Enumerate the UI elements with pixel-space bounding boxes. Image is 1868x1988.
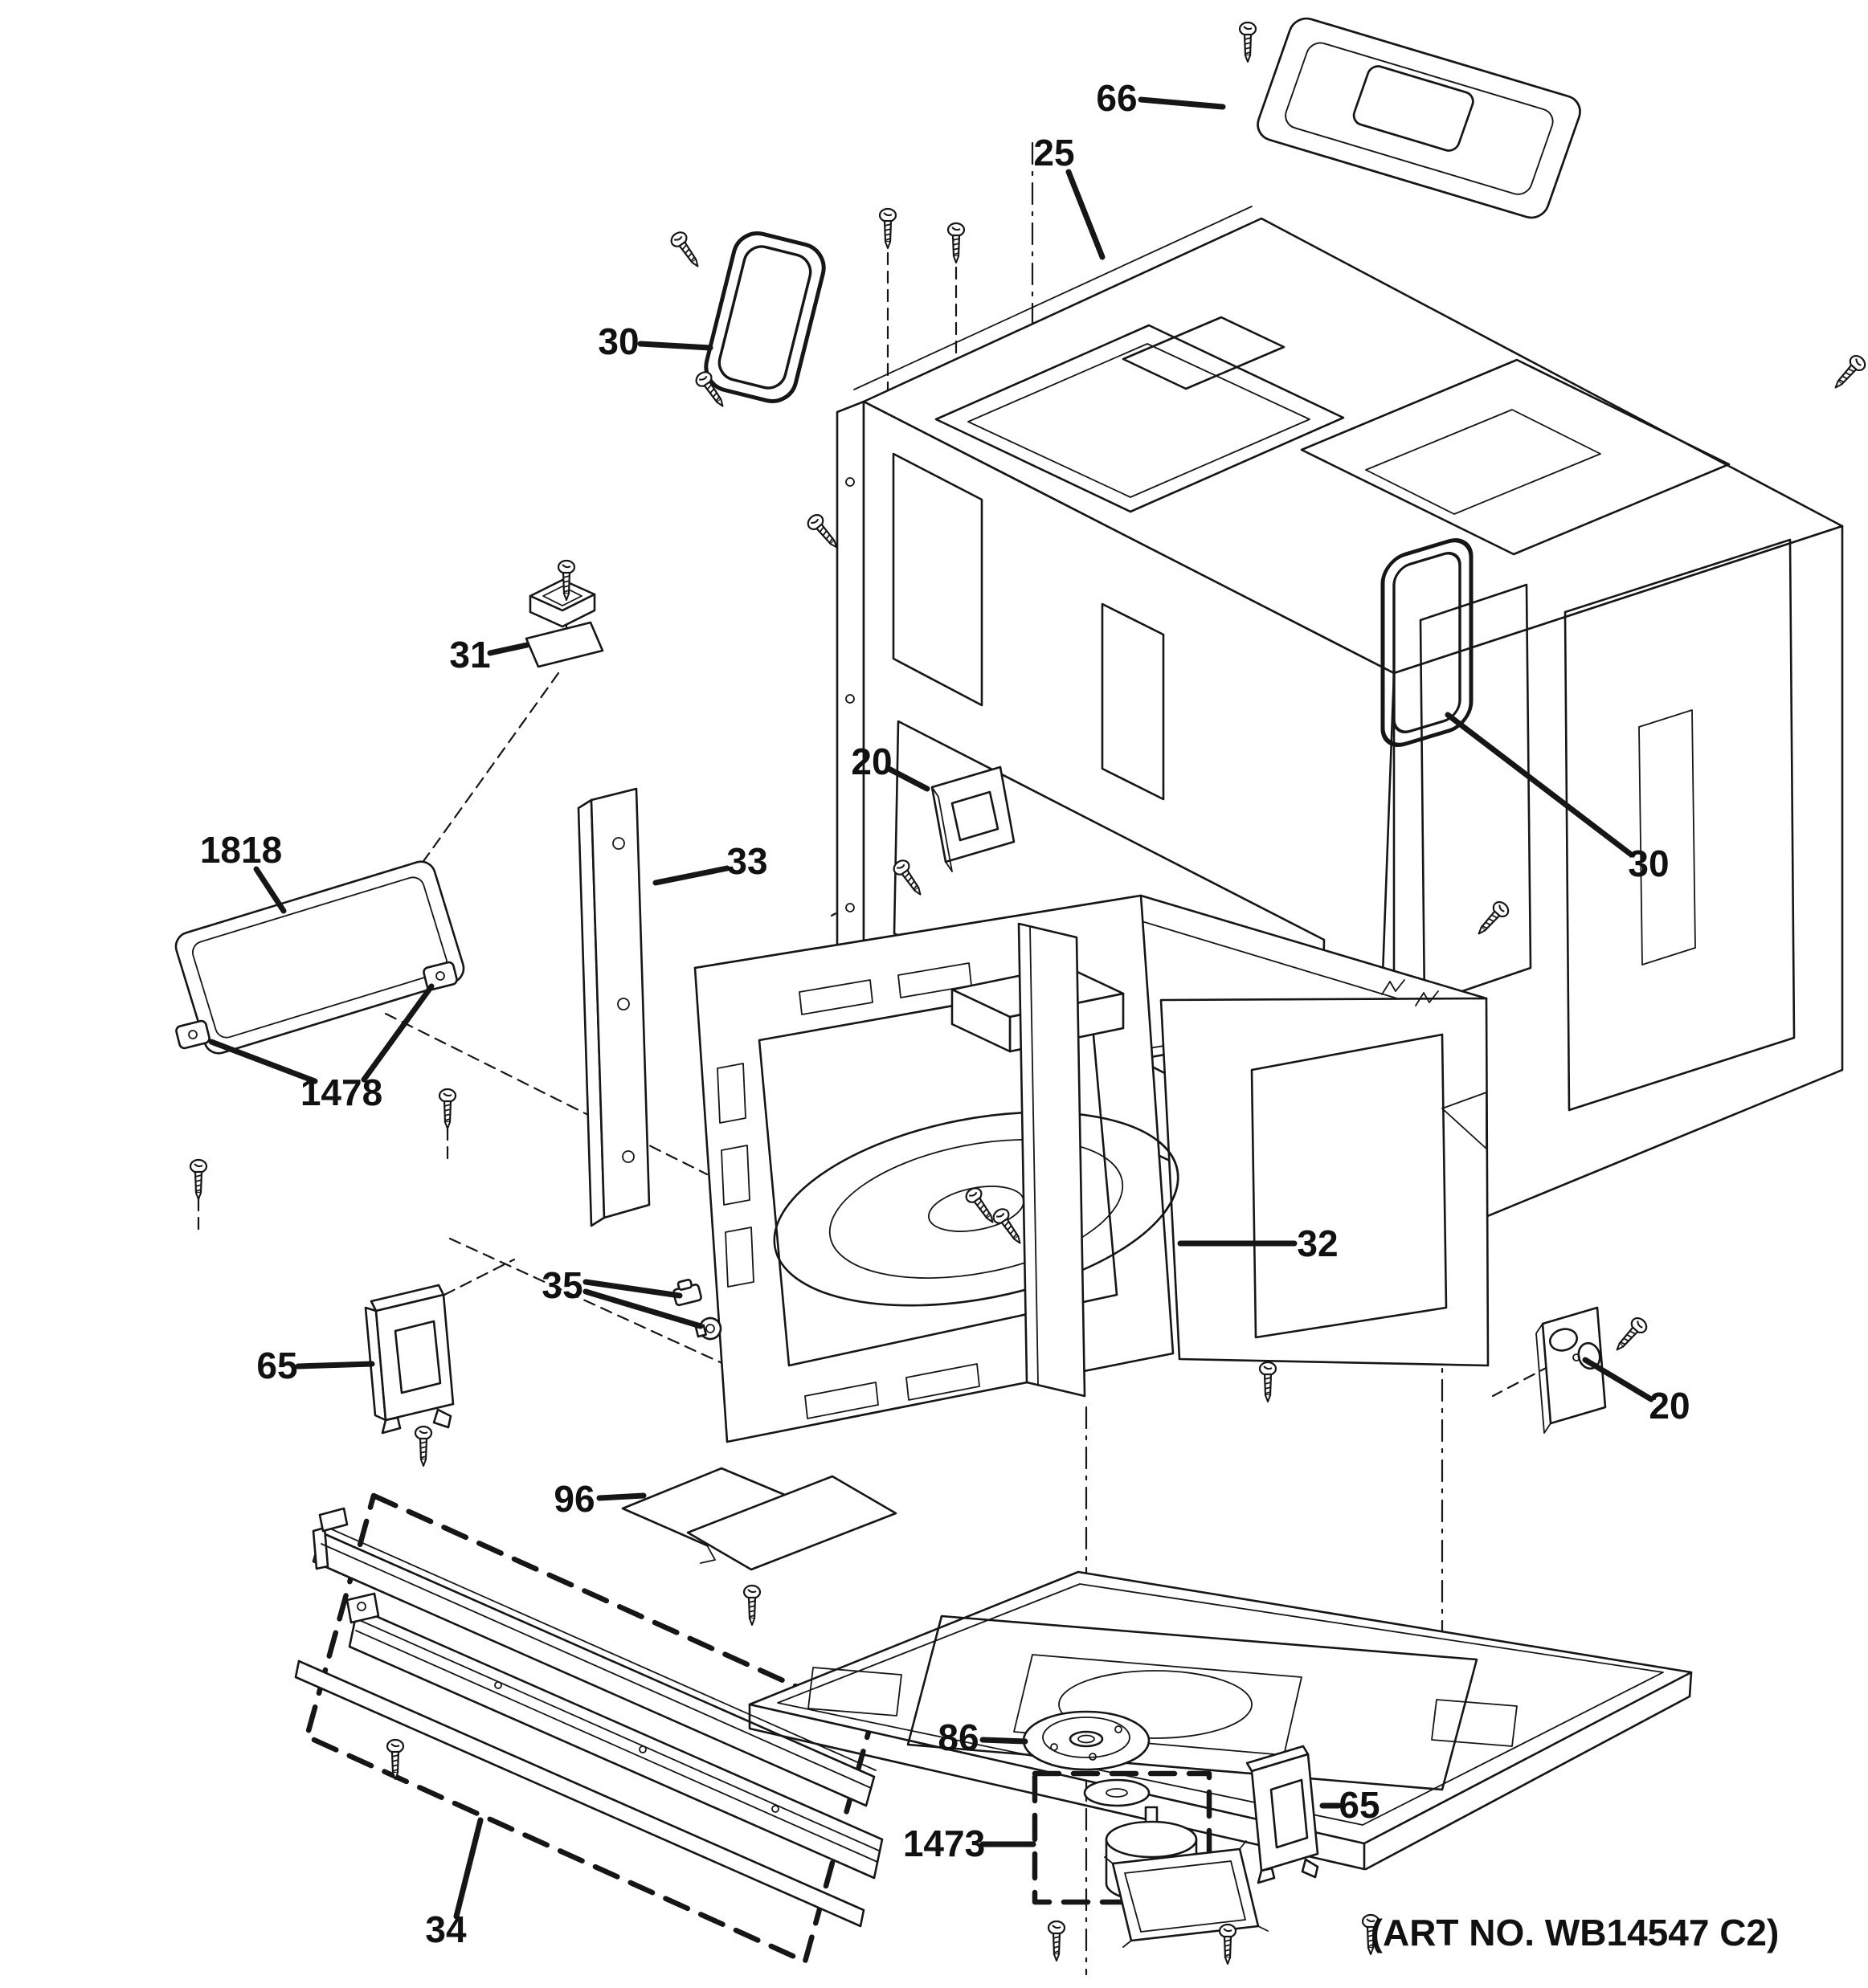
screw-icon xyxy=(1258,1361,1277,1403)
leader-line-30-left xyxy=(637,341,713,351)
leader-line-96 xyxy=(596,1492,647,1501)
callout-35: 35 xyxy=(542,1264,582,1306)
gasket-right xyxy=(1380,538,1474,747)
screw-icon xyxy=(668,228,705,272)
gasket-left xyxy=(704,231,826,403)
latch-assembly xyxy=(525,578,604,668)
small-cover-tray xyxy=(1104,1840,1269,1948)
callout-31: 31 xyxy=(449,634,490,676)
callout-33: 33 xyxy=(726,840,767,882)
callout-66: 66 xyxy=(1096,77,1137,119)
clip-small-upper xyxy=(672,1278,702,1307)
screw-icon xyxy=(1238,21,1257,63)
door-frame-assembly xyxy=(294,1492,884,1965)
art-number: (ART NO. WB14547 C2) xyxy=(1371,1912,1780,1953)
screw-icon xyxy=(1829,352,1868,394)
insulation-sheets xyxy=(621,1467,897,1571)
bracket-right xyxy=(1245,1745,1319,1884)
leader-line-86 xyxy=(979,1737,1028,1745)
mount-plate-upper xyxy=(930,765,1016,872)
callout-25: 25 xyxy=(1033,132,1074,173)
leader-line-31 xyxy=(487,642,530,656)
leader-line-34 xyxy=(453,1817,484,1920)
callout-20-right: 20 xyxy=(1649,1385,1690,1427)
callout-32: 32 xyxy=(1297,1223,1338,1264)
turntable-coupling xyxy=(1022,1710,1151,1771)
screw-icon xyxy=(1218,1923,1237,1966)
callout-1473: 1473 xyxy=(903,1823,985,1864)
callout-65-right: 65 xyxy=(1339,1784,1380,1826)
mount-plate-right xyxy=(1535,1306,1607,1434)
callout-1478: 1478 xyxy=(300,1072,382,1113)
leader-line-33 xyxy=(652,865,730,886)
leader-line-1478 xyxy=(361,983,435,1083)
leader-line-65-left xyxy=(295,1361,375,1370)
screw-icon xyxy=(189,1158,208,1201)
callout-labels: 66 25 30 31 20 1818 33 1478 30 35 65 32 20 96 86 1473 34… xyxy=(200,77,1690,1950)
callout-30-right: 30 xyxy=(1628,843,1669,884)
leader-line-1478 xyxy=(208,1039,318,1084)
leader-line-25 xyxy=(1065,169,1106,260)
callout-20-upper: 20 xyxy=(851,741,892,782)
screw-icon xyxy=(438,1088,457,1130)
callout-86: 86 xyxy=(938,1717,979,1758)
leader-line-1818 xyxy=(253,866,287,914)
callout-65-left: 65 xyxy=(256,1345,297,1386)
leader-line-35 xyxy=(582,1279,683,1299)
leader-line-20-right xyxy=(1582,1357,1654,1402)
clip-right xyxy=(423,961,458,991)
screw-icon xyxy=(742,1584,762,1627)
callout-34: 34 xyxy=(425,1908,467,1950)
callout-30-left: 30 xyxy=(598,320,639,362)
leader-line-66 xyxy=(1138,96,1226,110)
screw-icon xyxy=(414,1425,433,1468)
callout-1818: 1818 xyxy=(200,829,282,871)
screw-icon xyxy=(946,222,966,264)
screw-icon xyxy=(1047,1920,1066,1962)
screw-icon xyxy=(878,207,897,250)
bracket-left xyxy=(364,1284,455,1435)
callout-96: 96 xyxy=(554,1478,595,1520)
leader-line-35 xyxy=(582,1288,704,1329)
leader-line-20-upper xyxy=(887,766,930,792)
oven-cavity xyxy=(693,894,1490,1443)
clip-left xyxy=(175,1019,211,1050)
screw-icon xyxy=(1610,1314,1650,1357)
vent-grille xyxy=(1257,17,1581,219)
leader-line-30-right xyxy=(1445,712,1633,857)
base-pan xyxy=(748,1570,1693,1871)
glass-tray xyxy=(174,860,465,1055)
side-trim-strip xyxy=(577,787,651,1227)
